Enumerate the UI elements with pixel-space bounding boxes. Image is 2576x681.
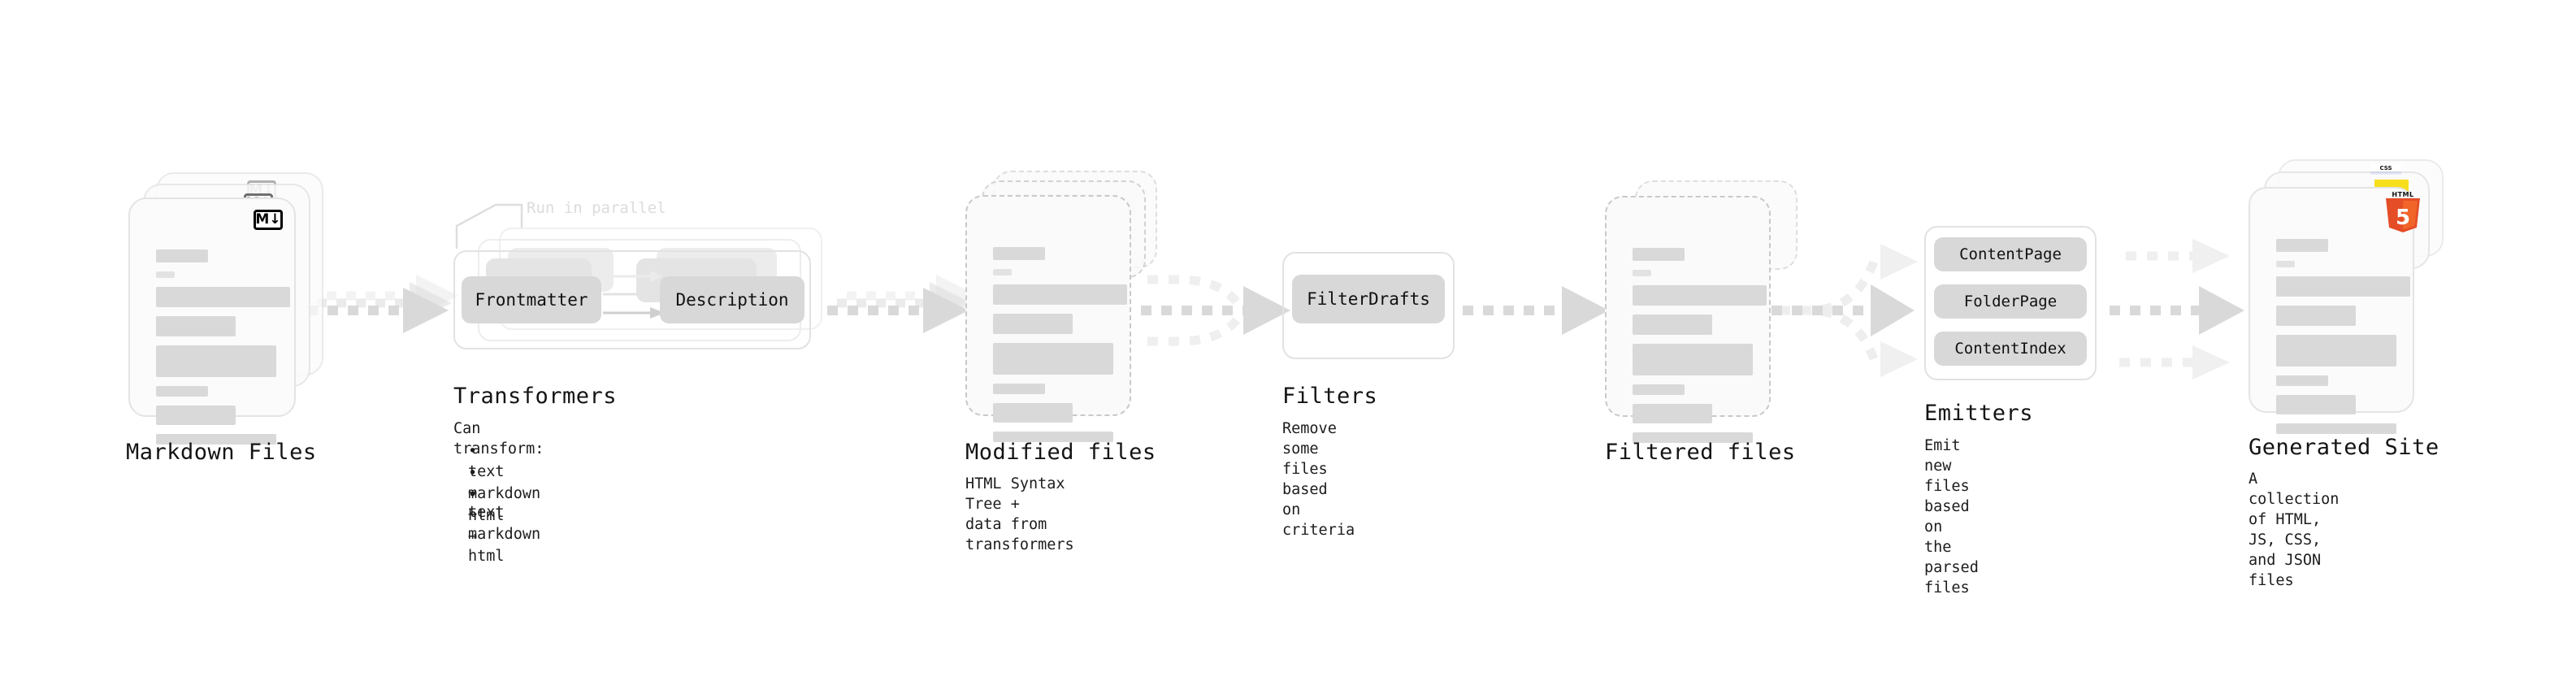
transformers-bullet-1: • text → text	[468, 443, 505, 521]
stage-title-generated-site: Generated Site	[2249, 435, 2439, 460]
site-card-lines	[2276, 239, 2410, 443]
stage-title-markdown-files: Markdown Files	[126, 440, 317, 465]
modified-files-caption: HTML Syntax Tree + data from transformer…	[965, 475, 1074, 553]
node-description[interactable]: Description	[660, 276, 804, 323]
stage-title-modified-files: Modified files	[965, 440, 1156, 465]
html5-icon: HTML 5	[2384, 191, 2422, 233]
css-icon-label: CSS	[2379, 165, 2392, 171]
modified-card-front[interactable]	[965, 195, 1131, 442]
line	[993, 284, 1127, 305]
arrow-modified-to-filters	[1141, 275, 1290, 346]
svg-text:5: 5	[2396, 206, 2410, 230]
line	[156, 406, 236, 425]
line	[2276, 239, 2328, 252]
parallel-bracket	[455, 203, 523, 249]
stage-title-emitters: Emitters	[1924, 401, 2034, 426]
line	[1633, 384, 1685, 395]
line	[1633, 270, 1651, 276]
transformers-bullet-2: • markdown → markdown	[468, 465, 541, 543]
filters-caption: Remove some files based on criteria	[1282, 420, 1355, 539]
line	[156, 316, 236, 336]
emitters-caption: Emit new files based on the parsed files	[1924, 437, 1979, 596]
line	[2276, 261, 2295, 267]
markdown-card-lines	[156, 249, 290, 453]
line	[993, 432, 1113, 442]
line	[2276, 335, 2396, 367]
node-frontmatter[interactable]: Frontmatter	[462, 276, 601, 323]
markdown-icon: M↓	[254, 210, 283, 230]
line	[1633, 404, 1712, 423]
site-card-front[interactable]	[2249, 187, 2414, 434]
transformers-caption: Can transform:	[453, 420, 544, 458]
transformer-internal-arrows	[603, 271, 665, 319]
line	[993, 269, 1012, 275]
emitters-group-box[interactable]	[1924, 226, 2097, 380]
line	[156, 249, 208, 262]
line	[2276, 395, 2356, 414]
stage-title-filtered-files: Filtered files	[1605, 440, 1796, 465]
node-contentpage[interactable]: ContentPage	[1934, 237, 2087, 271]
arrow-filters-to-filtered	[1463, 286, 1609, 335]
line	[993, 314, 1073, 334]
line	[156, 434, 276, 445]
node-filterdrafts[interactable]: FilterDrafts	[1292, 275, 1445, 323]
arrow-emitters-to-site	[2110, 239, 2244, 380]
line	[1633, 248, 1685, 261]
arrow-markdown-to-transformers	[307, 275, 458, 333]
html5-icon-word: HTML	[2392, 191, 2414, 198]
filters-group-box[interactable]	[1282, 252, 1455, 359]
line	[156, 287, 290, 307]
arrow-transformers-to-modified	[827, 275, 978, 333]
run-in-parallel-label: Run in parallel	[527, 199, 666, 217]
generated-site-caption: A collection of HTML, JS, CSS, and JSON …	[2249, 471, 2340, 589]
stage-title-transformers: Transformers	[453, 384, 618, 409]
stage-title-filters: Filters	[1282, 384, 1378, 409]
arrow-filtered-to-emitters	[1772, 244, 1918, 377]
filtered-card-lines	[1633, 248, 1767, 452]
markdown-card-front[interactable]	[128, 197, 296, 445]
node-folderpage[interactable]: FolderPage	[1934, 284, 2087, 319]
line	[156, 345, 276, 377]
line	[993, 384, 1045, 394]
line	[2276, 423, 2396, 434]
line	[156, 271, 175, 278]
line	[2276, 276, 2410, 297]
line	[2276, 375, 2328, 386]
filtered-card-front[interactable]	[1605, 196, 1771, 443]
line	[993, 403, 1073, 423]
line	[993, 247, 1045, 260]
line	[993, 343, 1113, 375]
transformers-bullet-3: • html → html	[468, 487, 505, 565]
line	[1633, 285, 1767, 306]
node-contentindex[interactable]: ContentIndex	[1934, 332, 2087, 366]
line	[1633, 432, 1753, 443]
transformer-group-front[interactable]	[453, 250, 811, 349]
line	[1633, 314, 1712, 335]
modified-card-lines	[993, 247, 1127, 451]
line	[1633, 344, 1753, 375]
line	[156, 386, 208, 397]
line	[2276, 306, 2356, 326]
